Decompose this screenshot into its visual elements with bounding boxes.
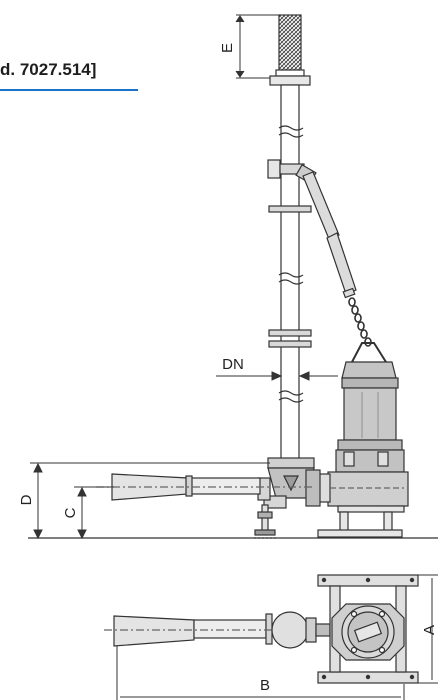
pump-motor — [317, 361, 409, 507]
ejector-nozzle — [96, 473, 312, 501]
top-view-pipe — [271, 611, 331, 649]
pump-handle — [351, 342, 387, 363]
discharge-base — [257, 457, 321, 509]
reference-underline — [0, 89, 138, 91]
dimension-dn-label: DN — [222, 356, 244, 373]
support-foot — [254, 504, 276, 539]
dimension-c-label: C — [62, 507, 79, 518]
dimension-a — [418, 574, 438, 684]
dimension-c — [74, 486, 114, 540]
dimension-d-label: D — [18, 494, 35, 505]
lifting-pole — [302, 171, 357, 299]
dimension-b-label: B — [260, 677, 270, 694]
dimension-e-label: E — [219, 43, 236, 53]
dimension-e — [235, 14, 282, 79]
dimension-d — [30, 462, 270, 540]
pump-stand — [317, 505, 405, 538]
air-intake-filter — [269, 14, 311, 86]
lifting-chain — [348, 297, 372, 347]
guide-pipe — [278, 84, 304, 461]
reference-label: d. 7027.514] — [0, 60, 97, 79]
top-view-motor — [331, 603, 405, 661]
dimension-dn — [216, 371, 338, 381]
pipe-support-rings — [268, 205, 312, 348]
dimension-b — [116, 646, 405, 700]
dimension-a-label: A — [421, 625, 438, 635]
